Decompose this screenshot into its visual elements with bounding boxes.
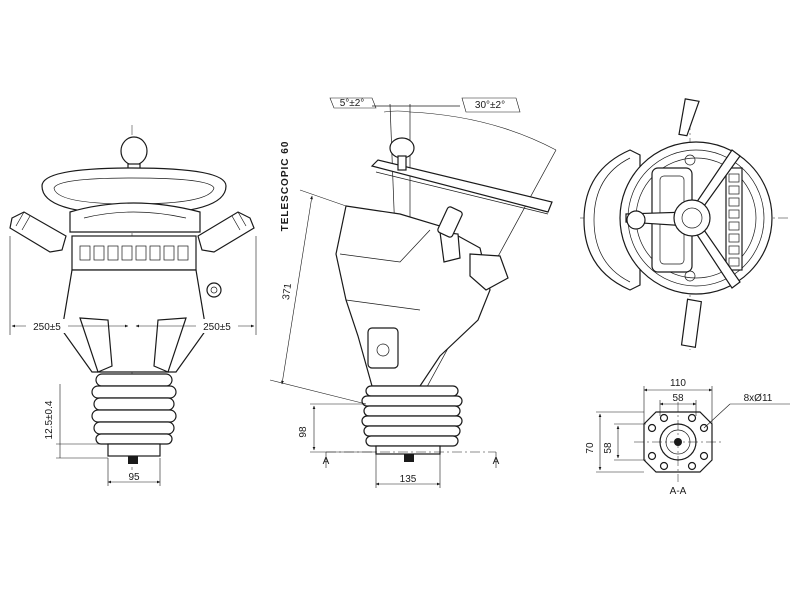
holes-label: 8xØ11 [744, 393, 773, 404]
bellows [91, 373, 177, 445]
switch-panel [71, 235, 197, 271]
dim-70: 70 [585, 442, 596, 454]
right-lever [197, 211, 255, 253]
side-lever-icon [469, 253, 509, 291]
side-knob-icon [389, 137, 415, 159]
dim-98: 98 [298, 426, 309, 438]
front-view: 250±5 250±5 12.5±0.4 95 [9, 125, 257, 486]
side-column-body [335, 205, 491, 387]
left-lever [9, 211, 67, 253]
dim-58-left: 58 [603, 442, 614, 454]
top-knob-icon [626, 210, 646, 230]
side-switch-icon [376, 343, 390, 357]
section-aa-label: A-A [670, 486, 687, 497]
side-steering-wheel [370, 159, 553, 213]
top-switch-slots [728, 173, 740, 267]
telescopic-label: TELESCOPIC 60 [280, 141, 291, 232]
section-a-left: A [323, 456, 330, 467]
top-view [580, 98, 790, 350]
dim-250-right: 250±5 [203, 322, 231, 333]
dim-250-left: 250±5 [33, 322, 61, 333]
flange-view: 110 58 70 58 8xØ11 A-A [585, 378, 790, 497]
dim-58-top: 58 [672, 393, 684, 404]
dim-110: 110 [670, 378, 686, 389]
dim-371: 371 [281, 282, 294, 300]
dim-135: 135 [400, 474, 417, 485]
key-icon [206, 282, 222, 298]
angle-5: 5°±2° [340, 98, 365, 109]
side-view: TELESCOPIC 60 5°±2° 30°±2° [269, 97, 557, 488]
dim-95: 95 [128, 472, 140, 483]
knob-icon [120, 136, 148, 166]
switch-slots [79, 245, 189, 261]
angle-30: 30°±2° [475, 100, 505, 111]
side-bellows [361, 385, 463, 447]
section-a-right: A [493, 456, 500, 467]
dim-12-5: 12.5±0.4 [44, 400, 55, 439]
